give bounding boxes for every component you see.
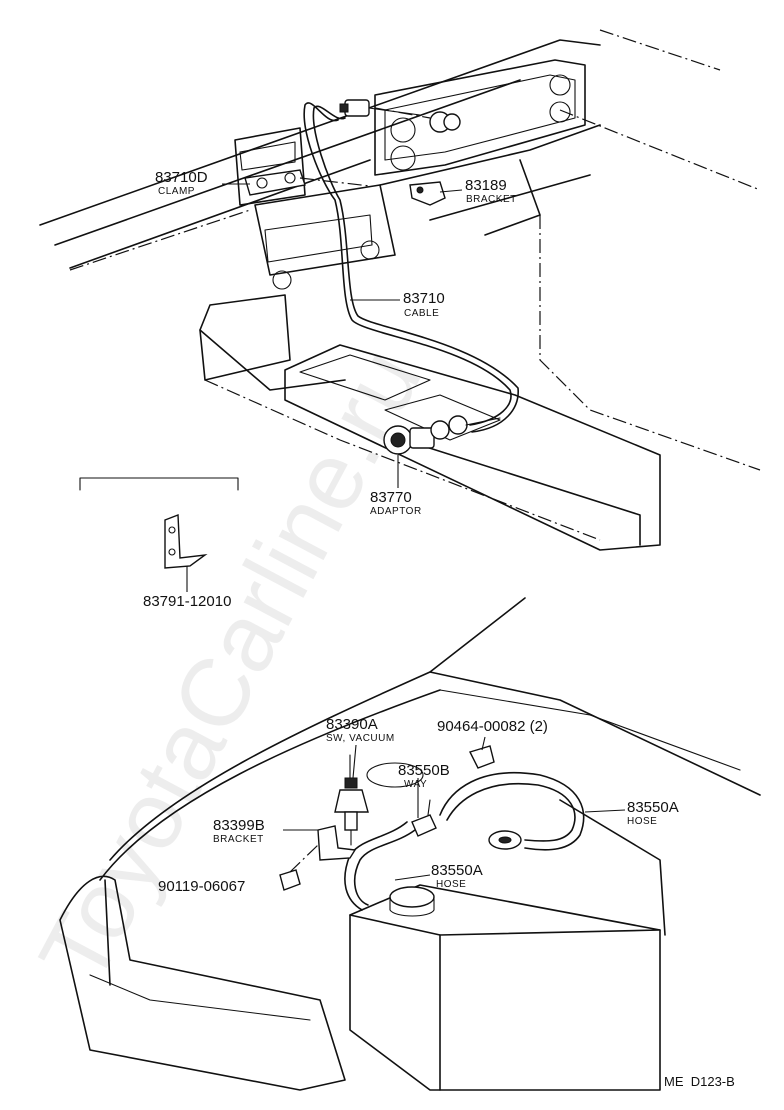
part-number: 83791-12010 bbox=[143, 593, 231, 610]
part-number: 83710 bbox=[403, 290, 445, 307]
label-hose-right: 83550A HOSE bbox=[627, 799, 679, 827]
part-number: 90464-00082 (2) bbox=[437, 718, 548, 735]
part-name: HOSE bbox=[627, 816, 657, 827]
watermark: ToyotaCarline.ru bbox=[19, 332, 442, 999]
part-number: 83550B bbox=[398, 762, 450, 779]
label-clamp: 83710D CLAMP bbox=[155, 169, 208, 197]
part-name: BRACKET bbox=[213, 834, 264, 845]
part-number: 83550A bbox=[627, 799, 679, 816]
label-clip: 90464-00082 (2) bbox=[437, 718, 548, 735]
part-number: 83770 bbox=[370, 489, 412, 506]
part-name: WAY bbox=[404, 779, 427, 790]
label-adaptor: 83770 ADAPTOR bbox=[370, 489, 422, 517]
label-hose-lower: 83550A HOSE bbox=[431, 862, 483, 890]
part-number: 83390A bbox=[326, 716, 378, 733]
bracket-83791-illustration bbox=[79, 477, 239, 592]
part-number: 90119-06067 bbox=[158, 878, 245, 895]
label-way: 83550B WAY bbox=[398, 762, 450, 790]
label-bolt: 90119-06067 bbox=[158, 878, 245, 895]
part-number: 83189 bbox=[465, 177, 507, 194]
label-bracket-sw: 83399B BRACKET bbox=[213, 817, 265, 845]
adaptor-part bbox=[383, 415, 501, 455]
diagram-code: ME D123-B bbox=[664, 1074, 735, 1089]
part-name: CLAMP bbox=[158, 186, 195, 197]
dashboard-illustration bbox=[39, 29, 761, 551]
leader-lines bbox=[222, 183, 626, 881]
part-name: SW, VACUUM bbox=[326, 733, 395, 744]
label-sw-vacuum: 83390A SW, VACUUM bbox=[326, 716, 395, 744]
part-name: BRACKET bbox=[466, 194, 517, 205]
label-cable: 83710 CABLE bbox=[403, 290, 445, 319]
label-bracket-small: 83791-12010 bbox=[143, 593, 231, 610]
part-number: 83710D bbox=[155, 169, 208, 186]
part-number: 83550A bbox=[431, 862, 483, 879]
part-name: CABLE bbox=[404, 308, 439, 319]
part-name: HOSE bbox=[436, 879, 466, 890]
vacuum-switch-part bbox=[334, 754, 369, 846]
label-bracket-top: 83189 BRACKET bbox=[465, 177, 517, 205]
part-number: 83399B bbox=[213, 817, 265, 834]
part-name: ADAPTOR bbox=[370, 506, 422, 517]
engine-bay-illustration bbox=[59, 597, 761, 1091]
